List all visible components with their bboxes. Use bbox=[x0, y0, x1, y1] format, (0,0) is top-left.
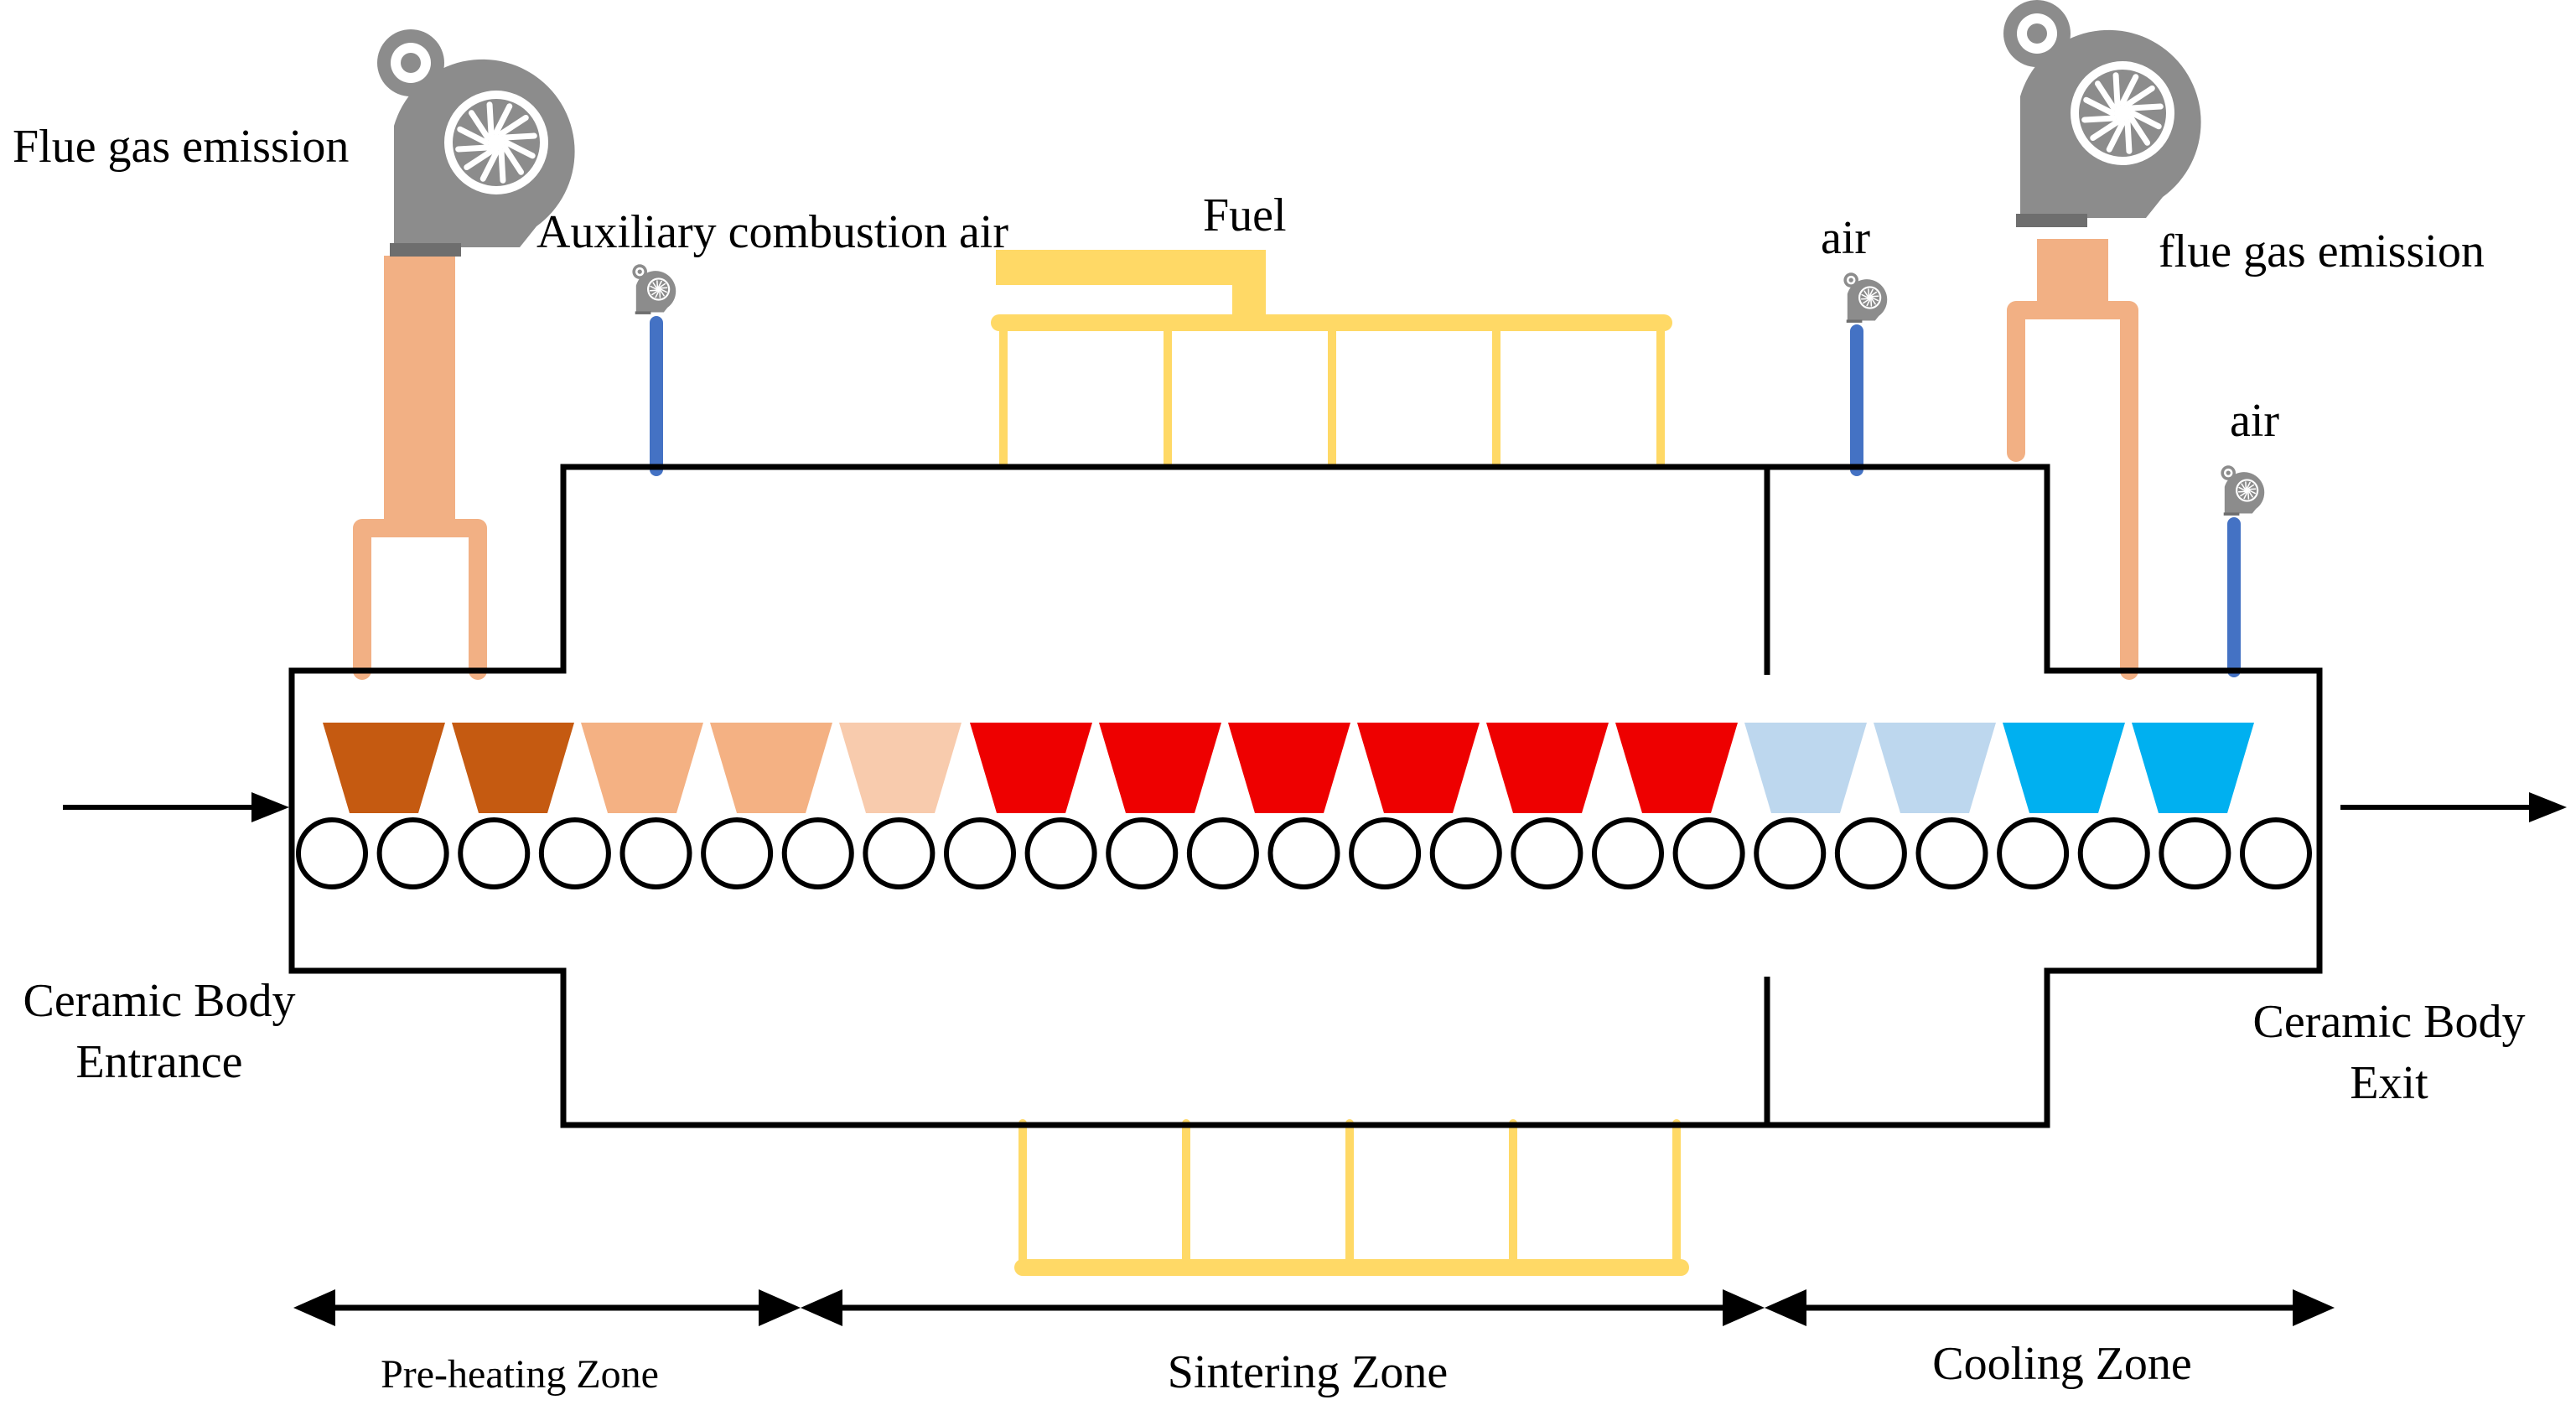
roller bbox=[1754, 817, 1827, 889]
roller bbox=[1592, 817, 1664, 889]
roller bbox=[538, 817, 611, 889]
zone-arrow-cool bbox=[1765, 1289, 2335, 1326]
entrance-arrow bbox=[63, 792, 289, 822]
roller bbox=[1834, 817, 1907, 889]
zone-label-cool: Cooling Zone bbox=[1932, 1338, 2192, 1390]
ceramic-body bbox=[710, 723, 832, 813]
fan-icon bbox=[632, 264, 676, 314]
exit-label-line1: Ceramic Body bbox=[2252, 996, 2525, 1048]
roller bbox=[863, 817, 936, 889]
roller bbox=[1997, 817, 2070, 889]
fan-icon bbox=[2003, 0, 2201, 227]
air-label-right: air bbox=[2230, 395, 2279, 447]
ceramic-body bbox=[581, 723, 703, 813]
zone-label-sinter: Sintering Zone bbox=[1168, 1346, 1448, 1398]
ceramic-body bbox=[970, 723, 1092, 813]
roller bbox=[2077, 817, 2150, 889]
roller bbox=[1106, 817, 1179, 889]
fuel-manifold-bottom bbox=[1014, 1119, 1689, 1276]
ceramic-body bbox=[2003, 723, 2125, 813]
fan-icon bbox=[1843, 272, 1888, 323]
roller bbox=[1672, 817, 1745, 889]
roller bbox=[1267, 817, 1340, 889]
flue-gas-label-right: flue gas emission bbox=[2159, 226, 2485, 277]
ceramic-body bbox=[1874, 723, 1996, 813]
ceramic-body bbox=[1228, 723, 1350, 813]
entrance-label-line2: Entrance bbox=[76, 1036, 243, 1088]
ceramic-bodies bbox=[323, 723, 2254, 813]
flue-pipe-right bbox=[2007, 239, 2138, 680]
roller bbox=[781, 817, 854, 889]
roller bbox=[2159, 817, 2231, 889]
ceramic-body bbox=[1099, 723, 1221, 813]
ceramic-body bbox=[839, 723, 961, 813]
roller bbox=[701, 817, 774, 889]
aux-air-label: Auxiliary combustion air bbox=[536, 206, 1008, 258]
fan-icon bbox=[2221, 465, 2265, 516]
zone-arrow-preheat bbox=[293, 1289, 801, 1326]
ceramic-body bbox=[452, 723, 574, 813]
ceramic-body bbox=[323, 723, 445, 813]
zone-arrow-sinter bbox=[801, 1289, 1765, 1326]
flue-pipe-left bbox=[353, 256, 487, 680]
ceramic-body bbox=[1615, 723, 1738, 813]
roller bbox=[2240, 817, 2312, 889]
roller bbox=[944, 817, 1016, 889]
roller bbox=[1511, 817, 1583, 889]
fan-icon bbox=[377, 29, 575, 257]
roller bbox=[1915, 817, 1988, 889]
roller bbox=[296, 817, 368, 889]
roller bbox=[1349, 817, 1422, 889]
fuel-manifold-top bbox=[991, 250, 1672, 469]
exit-arrow bbox=[2340, 792, 2567, 822]
entrance-label-line1: Ceramic Body bbox=[23, 975, 295, 1027]
fuel-label: Fuel bbox=[1203, 189, 1287, 241]
zone-label-preheat: Pre-heating Zone bbox=[381, 1352, 659, 1397]
roller bbox=[376, 817, 449, 889]
roller bbox=[619, 817, 692, 889]
roller bbox=[1429, 817, 1502, 889]
ceramic-body bbox=[2132, 723, 2254, 813]
ceramic-body bbox=[1486, 723, 1609, 813]
ceramic-body bbox=[1744, 723, 1867, 813]
roller bbox=[458, 817, 531, 889]
roller bbox=[1024, 817, 1097, 889]
flue-gas-label-left: Flue gas emission bbox=[13, 121, 349, 173]
roller bbox=[1186, 817, 1259, 889]
air-label-top: air bbox=[1821, 212, 1870, 264]
ceramic-body bbox=[1357, 723, 1480, 813]
exit-label-line2: Exit bbox=[2350, 1057, 2428, 1109]
kiln-outline bbox=[288, 464, 2323, 1128]
roller-conveyor bbox=[296, 817, 2312, 889]
